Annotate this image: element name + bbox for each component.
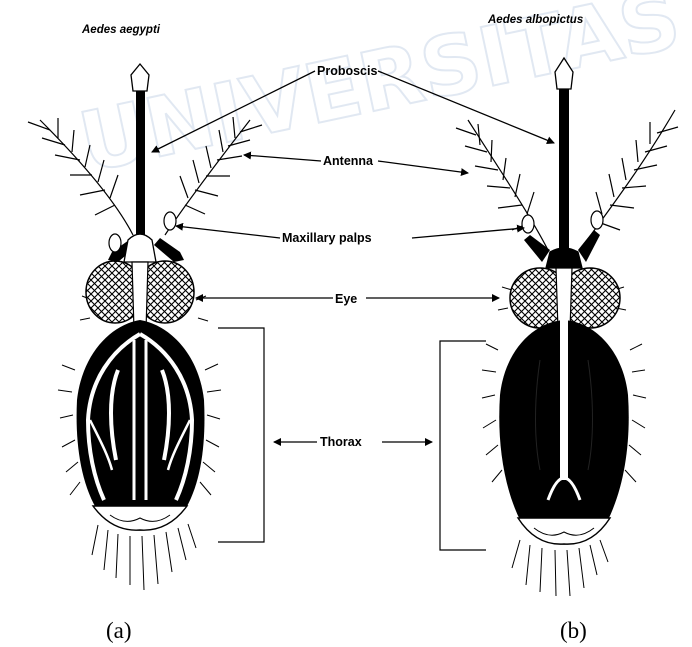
arrow-palps-left bbox=[176, 226, 280, 238]
albopictus-proboscis bbox=[559, 88, 569, 253]
label-antenna: Antenna bbox=[323, 154, 374, 168]
label-eye: Eye bbox=[335, 292, 357, 306]
bracket-thorax-left bbox=[218, 328, 264, 542]
panel-label-b: (b) bbox=[560, 618, 587, 643]
albopictus-palp-right bbox=[578, 230, 600, 262]
arrow-antenna-left bbox=[244, 155, 321, 161]
aegypti-palp-right bbox=[154, 238, 184, 262]
label-proboscis: Proboscis bbox=[317, 64, 377, 78]
arrow-antenna-right bbox=[378, 161, 468, 173]
species-title-aegypti: Aedes aegypti bbox=[81, 24, 161, 36]
watermark: UNIVERSITAS bbox=[72, 0, 688, 191]
label-thorax: Thorax bbox=[320, 435, 362, 449]
albopictus-scutellum bbox=[518, 518, 610, 544]
albopictus-median-stripe bbox=[560, 318, 568, 480]
arrow-palps-right bbox=[412, 228, 524, 238]
species-title-albopictus: Aedes albopictus bbox=[487, 14, 583, 26]
albopictus-palp-left bbox=[524, 235, 550, 262]
label-maxillary-palps: Maxillary palps bbox=[282, 231, 372, 245]
aegypti-proboscis bbox=[136, 90, 145, 240]
aedes-albopictus-drawing bbox=[456, 58, 678, 596]
bracket-thorax-right bbox=[440, 341, 486, 550]
panel-label-a: (a) bbox=[106, 618, 132, 643]
aegypti-proboscis-tip bbox=[131, 64, 149, 91]
